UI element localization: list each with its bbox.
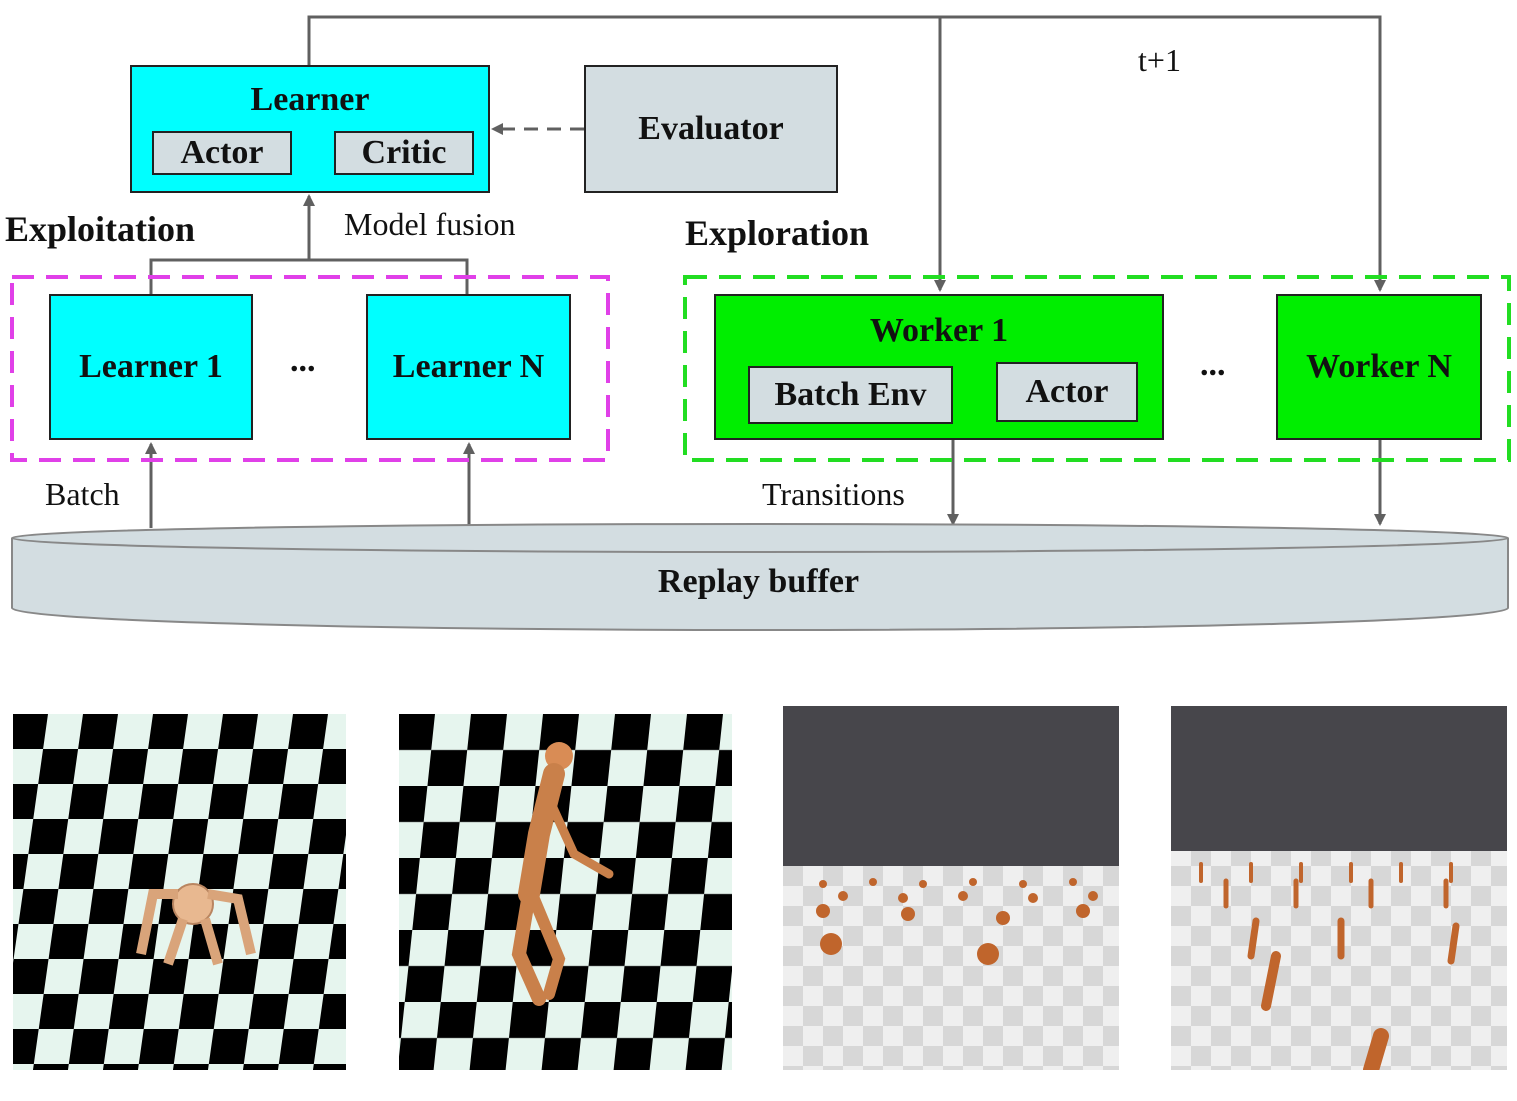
- batch-label: Batch: [45, 476, 120, 512]
- worker-actor-box: Actor: [996, 362, 1138, 422]
- humanoid-swarm: [1199, 862, 1460, 1070]
- model-fusion-label: Model fusion: [344, 206, 516, 242]
- exploitation-heading: Exploitation: [5, 209, 196, 249]
- evaluator-box: Evaluator: [584, 65, 838, 193]
- workers-ellipsis: ...: [1200, 346, 1226, 383]
- learner-critic-box: Critic: [334, 131, 474, 175]
- worker-1-title: Worker 1: [869, 312, 1009, 349]
- learner-actor-box: Actor: [152, 131, 292, 175]
- worker-1-box: Worker 1 Batch Env Actor: [714, 294, 1164, 440]
- batch-env-box: Batch Env: [748, 366, 953, 424]
- transitions-label: Transitions: [762, 476, 905, 512]
- scene-ant-massive: [783, 706, 1119, 1070]
- scene-ant-single: [13, 714, 346, 1070]
- t-plus-1-label: t+1: [1138, 42, 1181, 78]
- learner-1-box: Learner 1: [49, 294, 253, 440]
- edge-learner-to-workers: [307, 15, 1386, 292]
- scene-humanoid-massive: [1171, 706, 1507, 1070]
- ant-figure: [136, 883, 256, 966]
- ant-swarm: [816, 878, 1098, 965]
- exploration-group-border: [683, 275, 1511, 462]
- humanoid-figure: [511, 742, 614, 1006]
- exploration-heading: Exploration: [685, 213, 870, 253]
- learners-ellipsis: ...: [290, 342, 316, 379]
- replay-buffer-cylinder: [11, 523, 1509, 631]
- learner-title: Learner: [250, 81, 370, 118]
- learner-box: Learner Actor Critic: [130, 65, 490, 193]
- exploitation-group-border: [10, 275, 610, 462]
- replay-buffer-label: Replay buffer: [657, 563, 860, 600]
- scene-humanoid-single: [399, 714, 732, 1070]
- worker-n-box: Worker N: [1276, 294, 1482, 440]
- learner-n-box: Learner N: [366, 294, 571, 440]
